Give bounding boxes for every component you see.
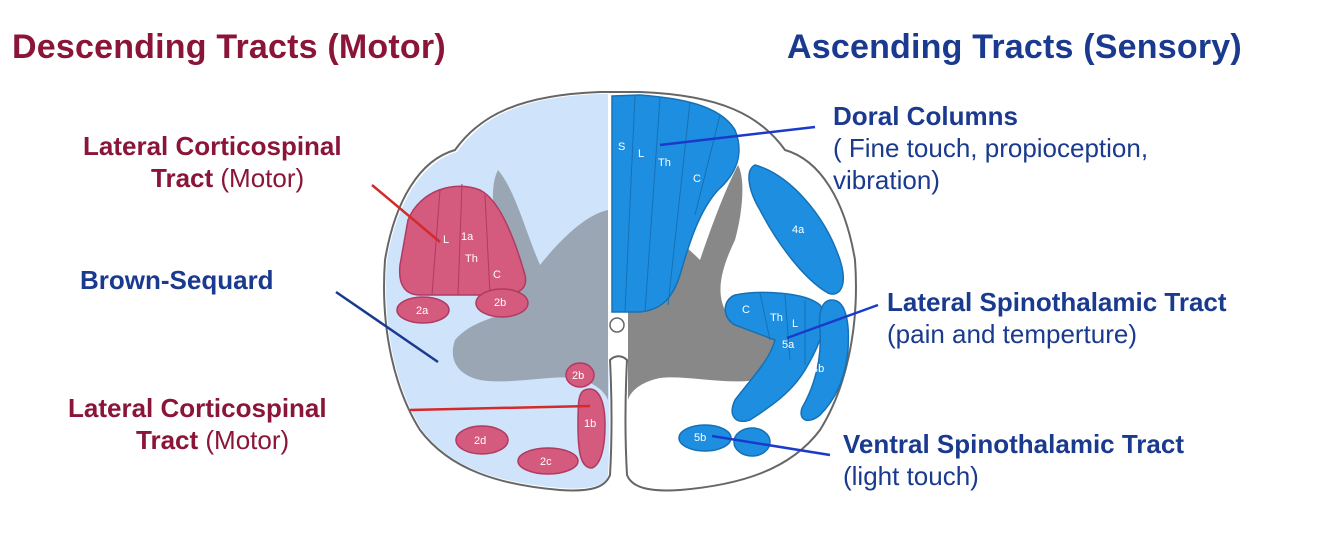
label-ventral-spinothalamic: Ventral Spinothalamic Tract (light touch… <box>843 428 1184 492</box>
grey-matter-right <box>628 165 784 400</box>
tract-2a <box>396 296 450 324</box>
tract-label-2a: 2a <box>416 305 429 317</box>
label-ventral-spinothalamic-desc: (light touch) <box>843 461 979 491</box>
tract-label-l: L <box>443 234 449 246</box>
tract-label-2b-upper: 2b <box>494 297 506 309</box>
tract-label-th-dorsal: Th <box>658 157 671 169</box>
tract-1b <box>577 388 606 469</box>
label-lcst-upper-line1: Lateral Corticospinal <box>83 131 342 161</box>
tract-label-1b: 1b <box>584 418 596 430</box>
label-lateral-spinothalamic-desc: (pain and temperture) <box>887 319 1138 349</box>
leader-line-ventral-spinothalamic <box>711 434 831 457</box>
label-lcst-lower-line2: Tract (Motor) <box>136 425 290 455</box>
label-dorsal-columns-desc1: ( Fine touch, propioception, <box>833 133 1149 163</box>
central-canal <box>609 317 625 333</box>
tract-label-c-lateral: C <box>742 304 750 316</box>
leader-line-brown-sequard <box>335 290 439 364</box>
tract-4b <box>800 299 850 422</box>
label-lcst-upper-line2: Tract (Motor) <box>151 163 305 193</box>
label-dorsal-columns: Doral Columns ( Fine touch, propioceptio… <box>833 100 1148 196</box>
leader-line-dorsal-columns <box>659 125 816 147</box>
tract-label-1a: 1a <box>461 231 474 243</box>
lateral-corticospinal-tract-shape <box>398 185 527 296</box>
lateral-spinothalamic-shape <box>724 291 825 422</box>
tract-label-c: C <box>493 269 501 281</box>
leader-line-lateral-spinothalamic <box>786 303 879 340</box>
tract-label-th-lateral: Th <box>770 312 783 324</box>
label-lcst-lower-line1: Lateral Corticospinal <box>68 393 327 423</box>
tract-label-s: S <box>618 141 625 153</box>
tract-label-5b: 5b <box>694 432 706 444</box>
tract-label-4b: 4b <box>812 363 824 375</box>
sensory-tract-marks <box>611 94 850 457</box>
label-brown-sequard: Brown-Sequard <box>80 265 274 295</box>
label-ventral-spinothalamic-title: Ventral Spinothalamic Tract <box>843 429 1184 459</box>
ascending-tracts-heading: Ascending Tracts (Sensory) <box>787 28 1242 66</box>
tract-label-2b-lower: 2b <box>572 370 584 382</box>
motor-tract-marks <box>396 183 606 475</box>
grey-matter-left <box>452 170 608 400</box>
tract-4a <box>748 164 844 295</box>
tract-label-th: Th <box>465 253 478 265</box>
leader-line-lcst-upper <box>371 184 441 243</box>
tract-label-2c: 2c <box>540 456 552 468</box>
label-lcst-lower: Lateral Corticospinal Tract (Motor) <box>68 392 327 456</box>
label-dorsal-columns-desc2: vibration) <box>833 165 940 195</box>
leader-line-lcst-lower <box>409 404 591 412</box>
tract-2b-lower <box>565 362 595 388</box>
tract-2d <box>455 425 509 455</box>
tract-label-5a: 5a <box>782 339 795 351</box>
label-dorsal-columns-title: Doral Columns <box>833 101 1018 131</box>
tract-label-l-dorsal: L <box>638 148 644 160</box>
tract-label-c-dorsal: C <box>693 173 701 185</box>
tract-2b-upper <box>475 288 529 318</box>
tract-label-l-lateral: L <box>792 318 798 330</box>
tract-label-4a: 4a <box>792 224 805 236</box>
label-lcst-upper: Lateral Corticospinal Tract (Motor) <box>83 130 342 194</box>
label-lateral-spinothalamic: Lateral Spinothalamic Tract (pain and te… <box>887 286 1227 350</box>
dorsal-columns-shape <box>611 94 740 313</box>
label-lateral-spinothalamic-title: Lateral Spinothalamic Tract <box>887 287 1227 317</box>
tract-label-2d: 2d <box>474 435 486 447</box>
tract-2c <box>517 447 579 475</box>
descending-tracts-heading: Descending Tracts (Motor) <box>12 28 446 66</box>
